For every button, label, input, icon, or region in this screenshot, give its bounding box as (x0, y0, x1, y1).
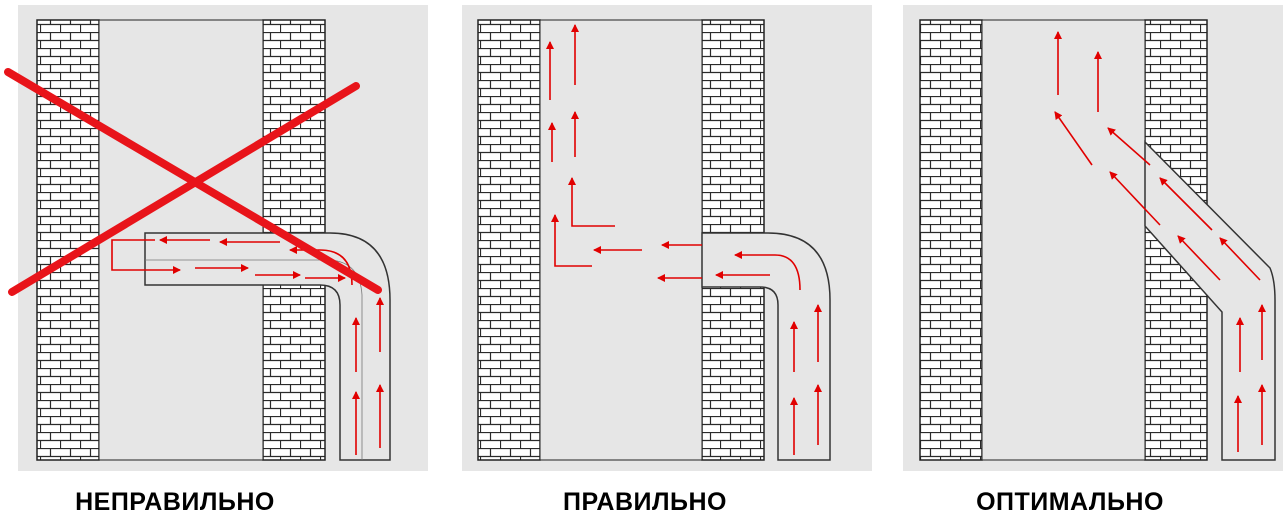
channel-interior (539, 19, 703, 461)
duct-outline (1144, 140, 1276, 461)
duct-outline (701, 232, 831, 461)
flow-arrow (734, 251, 801, 291)
flow-arrow (111, 239, 181, 274)
flow-arrow (1177, 235, 1221, 281)
caption-right: ПРАВИЛЬНО (562, 488, 728, 516)
flow-arrow (1159, 177, 1213, 231)
cross-icon (4, 68, 382, 296)
flow-arrow (1054, 111, 1093, 166)
left-brick-wall (36, 19, 100, 461)
flow-arrow (568, 177, 615, 227)
flow-arrow (1109, 171, 1161, 226)
left-brick-wall (919, 19, 983, 461)
caption-wrong: НЕПРАВИЛЬНО (75, 488, 275, 516)
panel-right (462, 5, 872, 471)
flow-arrow (1107, 127, 1151, 166)
duct-outline (144, 232, 391, 461)
flow-arrow (551, 214, 592, 267)
left-brick-wall (477, 19, 541, 461)
caption-optimal: ОПТИМАЛЬНО (976, 488, 1164, 516)
panel-wrong (4, 5, 428, 471)
flow-arrow (1219, 237, 1261, 281)
panel-optimal (903, 5, 1283, 471)
channel-interior (981, 19, 1146, 461)
